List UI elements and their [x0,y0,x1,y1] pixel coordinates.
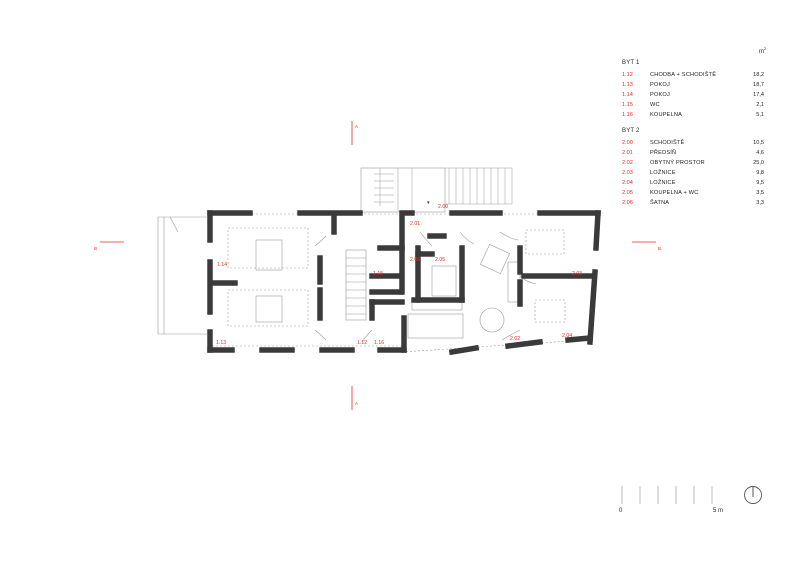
thin-details [157,167,598,353]
room-code: 1.16 [622,112,633,118]
room-area: 4,6 [756,150,764,156]
section-mark: B [94,246,97,251]
room-label: 2.04 [562,333,572,339]
scale-bar [621,486,713,504]
room-name: LOŽNICE [650,180,676,186]
room-label: 2.03 [572,271,582,277]
room-name: CHODBA + SCHODIŠTĚ [650,72,717,78]
room-label: 2.05 [435,257,445,263]
room-code: 2.04 [622,180,633,186]
room-code: 1.13 [622,82,633,88]
room-label: 1.16 [374,340,384,346]
room-label: 1.14 [217,262,227,268]
walls [207,210,601,356]
room-area: 18,7 [753,82,764,88]
room-code: 1.15 [622,102,633,108]
group-title-byt1: BYT 1 [622,60,640,66]
group-title-byt2: BYT 2 [622,128,640,134]
legend-row: 1.12 CHODBA + SCHODIŠTĚ 18,2 [622,72,770,81]
legend-row: 2.03 LOŽNICE 9,8 [622,170,770,179]
room-name: KOUPELNA [650,112,683,118]
room-name: KOUPELNA + WC [650,190,699,196]
legend-row: 2.02 OBYTNÝ PROSTOR 25,0 [622,160,770,169]
room-name: POKOJ [650,92,670,98]
section-mark: B [658,246,661,251]
legend-row: 1.16 KOUPELNA 5,1 [622,112,770,121]
room-area: 3,3 [756,200,764,206]
room-area: 25,0 [753,160,764,166]
room-label: 2.01 [410,221,420,227]
room-code: 2.03 [622,170,633,176]
legend-row: 2.04 LOŽNICE 9,5 [622,180,770,189]
room-code: 1.12 [622,72,633,78]
room-area: 5,1 [756,112,764,118]
unit-text: m [759,49,764,55]
room-label: 2.00 [438,204,448,210]
section-lines [100,121,656,410]
room-label: 2.06 [410,257,420,263]
north-arrow-icon [744,486,762,504]
scale-start-label: 0 [619,508,623,514]
room-area: 2,1 [756,102,764,108]
entrance-arrow-icon: ▾ [427,200,430,206]
room-name: OBYTNÝ PROSTOR [650,160,705,166]
room-label: 2.02 [510,336,520,342]
room-code: 2.02 [622,160,633,166]
room-area: 3,5 [756,190,764,196]
legend-row: 2.00 SCHODIŠTĚ 10,5 [622,140,770,149]
room-area: 9,5 [756,180,764,186]
legend-row: 2.06 ŠATNA 3,3 [622,200,770,209]
room-code: 1.14 [622,92,633,98]
room-code: 2.05 [622,190,633,196]
room-area: 9,8 [756,170,764,176]
scale-end-label: 5 m [713,508,724,514]
room-code: 2.06 [622,200,633,206]
legend-row: 1.13 POKOJ 18,7 [622,82,770,91]
room-labels: 1.14 1.15 1.13 1.12 1.16 2.01 2.00 2.06 … [216,204,582,346]
unit-power: 2 [764,46,767,51]
room-code: 2.01 [622,150,633,156]
room-name: POKOJ [650,82,670,88]
legend-row: 1.14 POKOJ 17,4 [622,92,770,101]
room-code: 2.00 [622,140,633,146]
room-name: PŘEDSÍŇ [650,150,677,156]
room-label: 1.13 [216,340,226,346]
legend-row: 2.05 KOUPELNA + WC 3,5 [622,190,770,199]
room-name: LOŽNICE [650,170,676,176]
section-mark: A [355,124,358,129]
room-area: 10,5 [753,140,764,146]
legend-row: 1.15 WC 2,1 [622,102,770,111]
room-label: 1.15 [373,271,383,277]
room-area: 17,4 [753,92,764,98]
room-name: WC [650,102,660,108]
section-letters: A A B B [94,124,661,406]
room-label: 1.12 [357,340,367,346]
unit-label: m2 [759,46,766,55]
room-name: ŠATNA [650,200,670,206]
room-area: 18,2 [753,72,764,78]
section-mark: A [355,401,358,406]
legend-row: 2.01 PŘEDSÍŇ 4,6 [622,150,770,159]
room-name: SCHODIŠTĚ [650,140,685,146]
